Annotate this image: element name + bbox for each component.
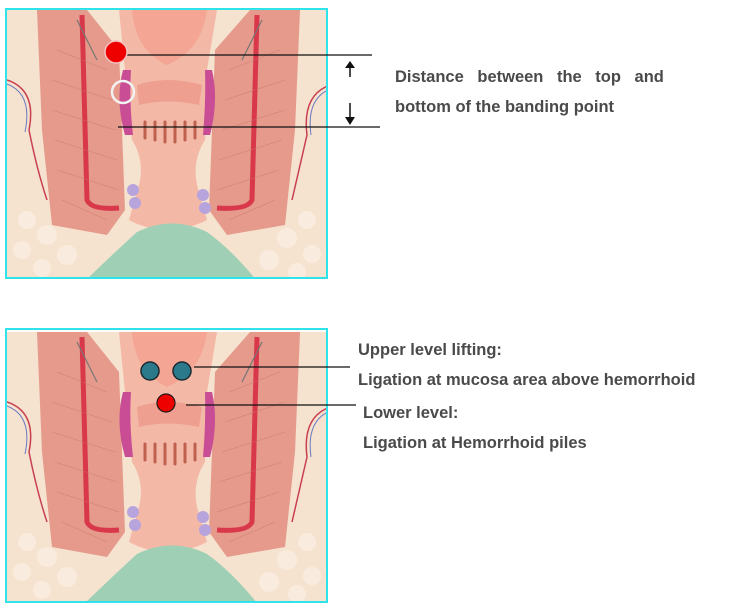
anatomy-illustration-top <box>5 8 328 279</box>
upper-level-title: Upper level lifting: <box>358 341 502 359</box>
up-arrow-icon <box>345 61 355 77</box>
lower-level-title: Lower level: <box>363 404 459 422</box>
teal-ligation-marker-right <box>172 361 192 381</box>
hemorrhoid-circle-marker <box>110 79 136 105</box>
lower-level-description: Ligation at Hemorrhoid piles <box>363 434 587 452</box>
red-banding-point-marker <box>104 40 128 64</box>
red-ligation-marker <box>156 393 176 413</box>
distance-label-line2: bottom of the banding point <box>395 98 615 116</box>
down-arrow-icon <box>345 103 355 125</box>
teal-ligation-marker-left <box>140 361 160 381</box>
upper-level-description: Ligation at mucosa area above hemorrhoid <box>358 371 696 389</box>
distance-label-line1: Distance between the top and <box>395 68 664 86</box>
anatomy-illustration-bottom <box>5 328 328 603</box>
